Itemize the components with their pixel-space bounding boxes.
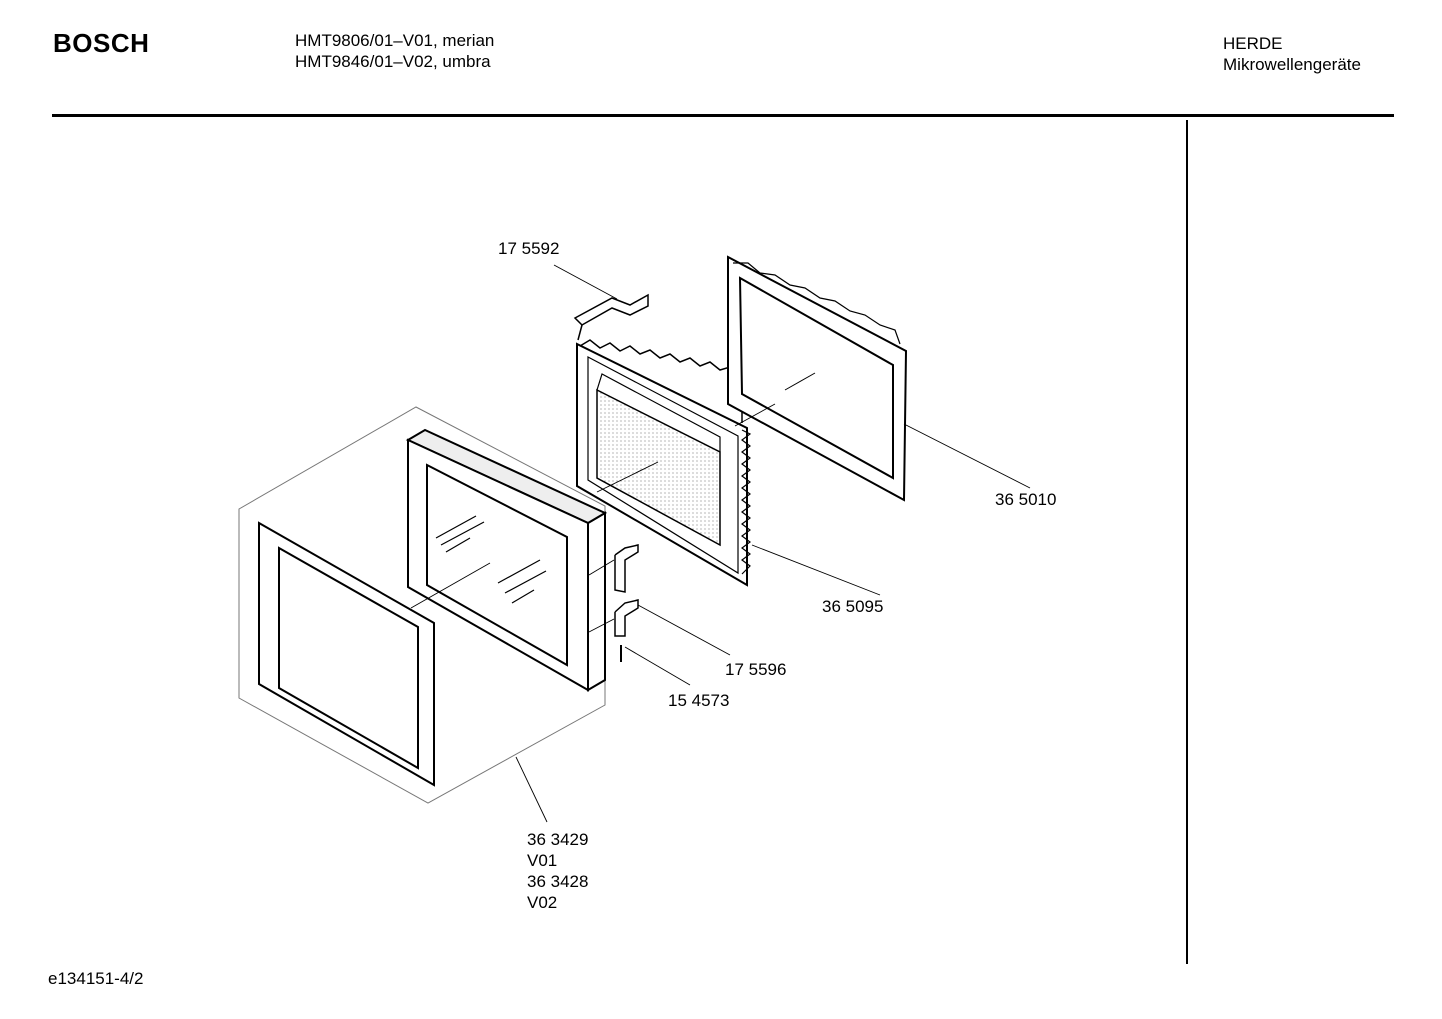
variant-v02: V02 — [527, 893, 558, 912]
part-label-365095: 36 5095 — [822, 597, 884, 616]
category-block: HERDE Mikrowellengeräte — [1223, 33, 1361, 75]
bosch-logo: BOSCH — [53, 28, 150, 58]
side-divider — [1186, 120, 1188, 964]
model-list: HMT9806/01–V01, merian HMT9846/01–V02, u… — [295, 30, 494, 72]
part-number-363428: 36 3428 — [527, 872, 589, 891]
header-divider — [52, 114, 1394, 117]
category-line-1: HERDE — [1223, 34, 1283, 53]
glass-pane-part — [405, 428, 608, 692]
top-bracket-part — [573, 293, 649, 341]
model-line-1: HMT9806/01–V01, merian — [295, 31, 495, 50]
part-label-175592: 17 5592 — [498, 239, 560, 258]
part-number-363429: 36 3429 — [527, 830, 589, 849]
part-label-365010: 36 5010 — [995, 490, 1057, 509]
door-frame-part — [238, 406, 606, 804]
leader-lines — [410, 264, 1031, 823]
category-line-2: Mikrowellengeräte — [1223, 55, 1361, 74]
document-id: e134151-4/2 — [48, 969, 144, 988]
rear-panel-part — [727, 255, 908, 502]
part-label-363429: 36 3429 V01 36 3428 V02 — [527, 829, 588, 913]
model-line-2: HMT9846/01–V02, umbra — [295, 52, 491, 71]
variant-v01: V01 — [527, 851, 558, 870]
latch-hook-part — [614, 544, 639, 637]
part-label-175596: 17 5596 — [725, 660, 787, 679]
part-label-154573: 15 4573 — [668, 691, 730, 710]
inner-frame-part — [576, 339, 752, 587]
